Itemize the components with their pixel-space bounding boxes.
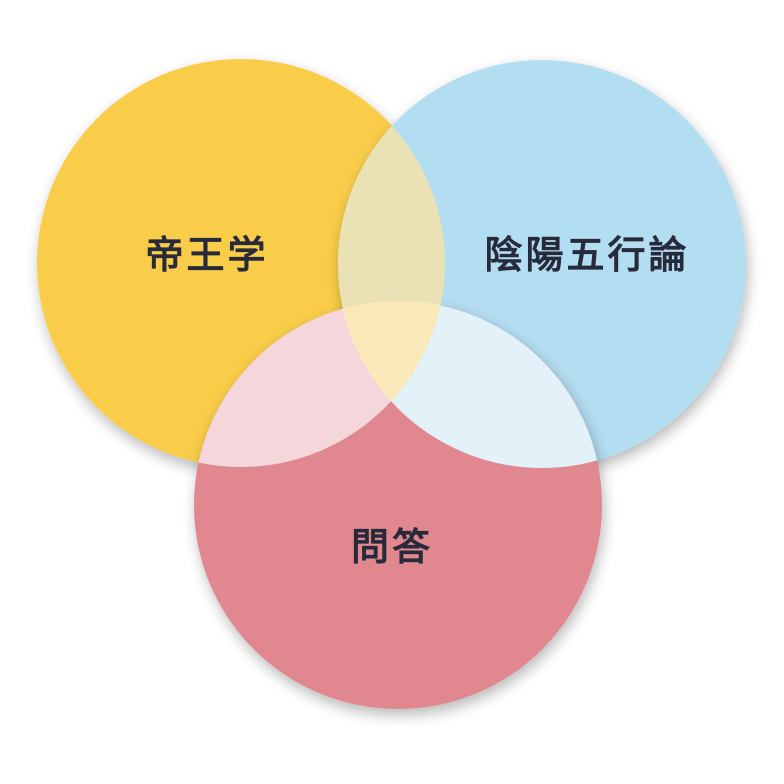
overlap-blue-pink (338, 301, 602, 468)
label-mondou: 問答 (350, 525, 434, 569)
label-inyou-gogyou-ron: 陰陽五行論 (484, 233, 690, 277)
overlap-yellow-pink (194, 301, 445, 467)
label-teiougaku: 帝王学 (145, 233, 269, 277)
